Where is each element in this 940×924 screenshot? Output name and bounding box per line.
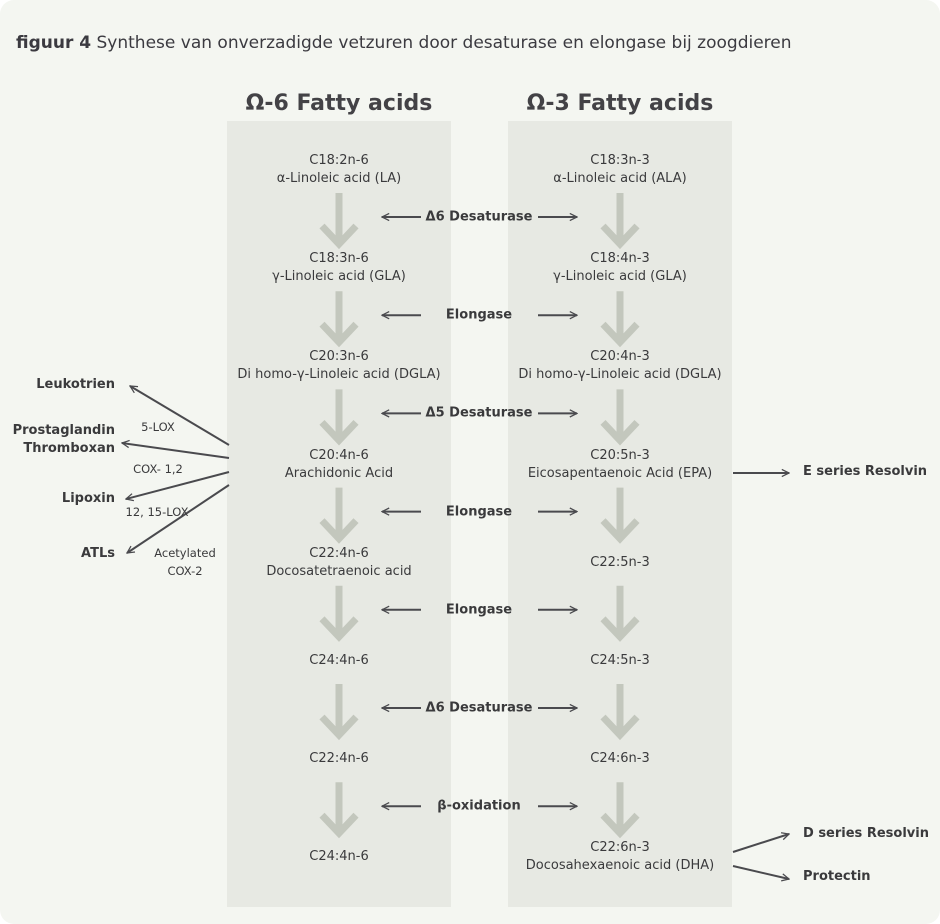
- omega3-flow-arrow-7: [600, 782, 640, 839]
- omega6-column-title: Ω-6 Fatty acids: [245, 91, 433, 116]
- node-name: α-Linoleic acid (LA): [276, 171, 402, 186]
- omega6-node-8: C24:4n-6: [227, 848, 451, 866]
- node-name: Di homo-γ-Linoleic acid (DGLA): [237, 367, 441, 383]
- enzyme-label-7: β-oxidation: [437, 798, 521, 814]
- node-code: C24:4n-6: [309, 849, 369, 865]
- node-code: C22:4n-6: [309, 545, 369, 561]
- omega6-flow-arrow-2: [319, 291, 359, 348]
- arrow-to-lipoxin: [126, 471, 230, 499]
- omega6-flow-arrow-5: [319, 585, 359, 642]
- omega3-node-3: C20:4n-3 Di homo-γ-Linoleic acid (DGLA): [508, 348, 732, 384]
- omega3-flow-arrow-5: [600, 585, 640, 642]
- node-code: C24:5n-3: [590, 653, 650, 668]
- arrow-to-leukotrien: [130, 385, 230, 446]
- node-code: C24:6n-3: [590, 751, 650, 767]
- omega6-flow-arrow-1: [319, 193, 359, 250]
- omega3-column-title: Ω-3 Fatty acids: [526, 91, 714, 116]
- omega6-node-6: C24:4n-6: [227, 652, 451, 670]
- enzyme-cox-1-2: COX- 1,2: [133, 462, 183, 476]
- omega6-flow-arrow-4: [319, 487, 359, 544]
- omega6-flow-arrow-3: [319, 389, 359, 446]
- figure-title: figuur 4 Synthese van onverzadigde vetzu…: [16, 33, 792, 53]
- arrow-to-protectin: [732, 865, 789, 879]
- omega6-node-1: C18:2n-6 α-Linoleic acid (LA): [227, 152, 451, 188]
- node-code: C18:4n-3: [590, 251, 650, 267]
- omega3-node-7: C24:6n-3: [508, 750, 732, 768]
- arrow-to-prostaglandin: [122, 443, 230, 459]
- omega3-node-6: C24:5n-3: [508, 652, 732, 670]
- enzyme-acetylated: Acetylated: [154, 546, 216, 560]
- omega3-node-5: C22:5n-3: [508, 554, 732, 572]
- node-name: Docosahexaenoic acid (DHA): [525, 858, 715, 874]
- omega3-node-1: C18:3n-3 α-Linoleic acid (ALA): [508, 152, 732, 188]
- enzyme-12-15-lox: 12, 15-LOX: [125, 505, 189, 519]
- node-code: C20:5n-3: [590, 447, 650, 463]
- omega6-node-2: C18:3n-6 γ-Linoleic acid (GLA): [227, 250, 451, 286]
- leukotrien-label: Leukotrien: [36, 377, 115, 392]
- figure-caption: Synthese van onverzadigde vetzuren door …: [96, 33, 792, 53]
- lipoxin-label: Lipoxin: [61, 491, 115, 506]
- omega6-node-3: C20:3n-6 Di homo-γ-Linoleic acid (DGLA): [227, 348, 451, 384]
- prostaglandin-label: Prostaglandin: [12, 423, 115, 438]
- enzyme-label-5: Elongase: [445, 602, 513, 618]
- node-code: C18:3n-6: [309, 251, 369, 267]
- node-name: α-Linoleic acid (ALA): [553, 171, 687, 186]
- d-series-resolvin-label: D series Resolvin: [803, 826, 929, 841]
- node-name: Eicosapentaenoic Acid (EPA): [527, 465, 713, 481]
- omega3-flow-arrow-2: [600, 291, 640, 348]
- protectin-label: Protectin: [803, 869, 871, 884]
- node-code: C22:6n-3: [590, 840, 650, 856]
- enzyme-label-1: Δ6 Desaturase: [425, 209, 533, 225]
- enzyme-label-6: Δ6 Desaturase: [425, 700, 533, 716]
- node-name: Docosatetraenoic acid: [266, 563, 412, 579]
- node-code: C20:4n-3: [590, 349, 650, 365]
- omega6-flow-arrow-7: [319, 782, 359, 839]
- e-series-resolvin-label: E series Resolvin: [803, 464, 928, 479]
- enzyme-label-2: Elongase: [445, 307, 513, 323]
- node-code: C24:4n-6: [309, 653, 369, 668]
- enzyme-5-lox: 5-LOX: [141, 420, 175, 434]
- atls-label: ATLs: [81, 546, 115, 561]
- node-name: Di homo-γ-Linoleic acid (DGLA): [518, 367, 722, 383]
- omega3-flow-arrow-3: [600, 389, 640, 446]
- omega6-node-7: C22:4n-6: [227, 750, 451, 768]
- enzyme-label-4: Elongase: [445, 504, 513, 520]
- arrow-to-atls: [127, 484, 230, 554]
- node-name: γ-Linoleic acid (GLA): [553, 269, 687, 285]
- node-name: Arachidonic Acid: [284, 465, 394, 481]
- omega3-flow-arrow-6: [600, 684, 640, 741]
- node-code: C18:3n-3: [590, 153, 650, 168]
- arrow-to-d-series-resolvin: [732, 834, 789, 853]
- node-code: C22:5n-3: [590, 554, 650, 570]
- node-code: C20:4n-6: [309, 447, 369, 463]
- omega3-flow-arrow-1: [600, 193, 640, 250]
- thromboxan-label: Thromboxan: [23, 441, 115, 456]
- node-code: C18:2n-6: [309, 153, 369, 168]
- enzyme-label-3: Δ5 Desaturase: [425, 405, 533, 421]
- enzyme-cox-2: COX-2: [167, 564, 203, 578]
- omega3-node-2: C18:4n-3 γ-Linoleic acid (GLA): [508, 250, 732, 286]
- node-code: C20:3n-6: [309, 349, 369, 365]
- omega3-flow-arrow-4: [600, 487, 640, 544]
- node-name: γ-Linoleic acid (GLA): [272, 269, 406, 285]
- figure-number: figuur 4: [16, 33, 92, 53]
- node-code: C22:4n-6: [309, 751, 369, 767]
- omega6-flow-arrow-6: [319, 684, 359, 741]
